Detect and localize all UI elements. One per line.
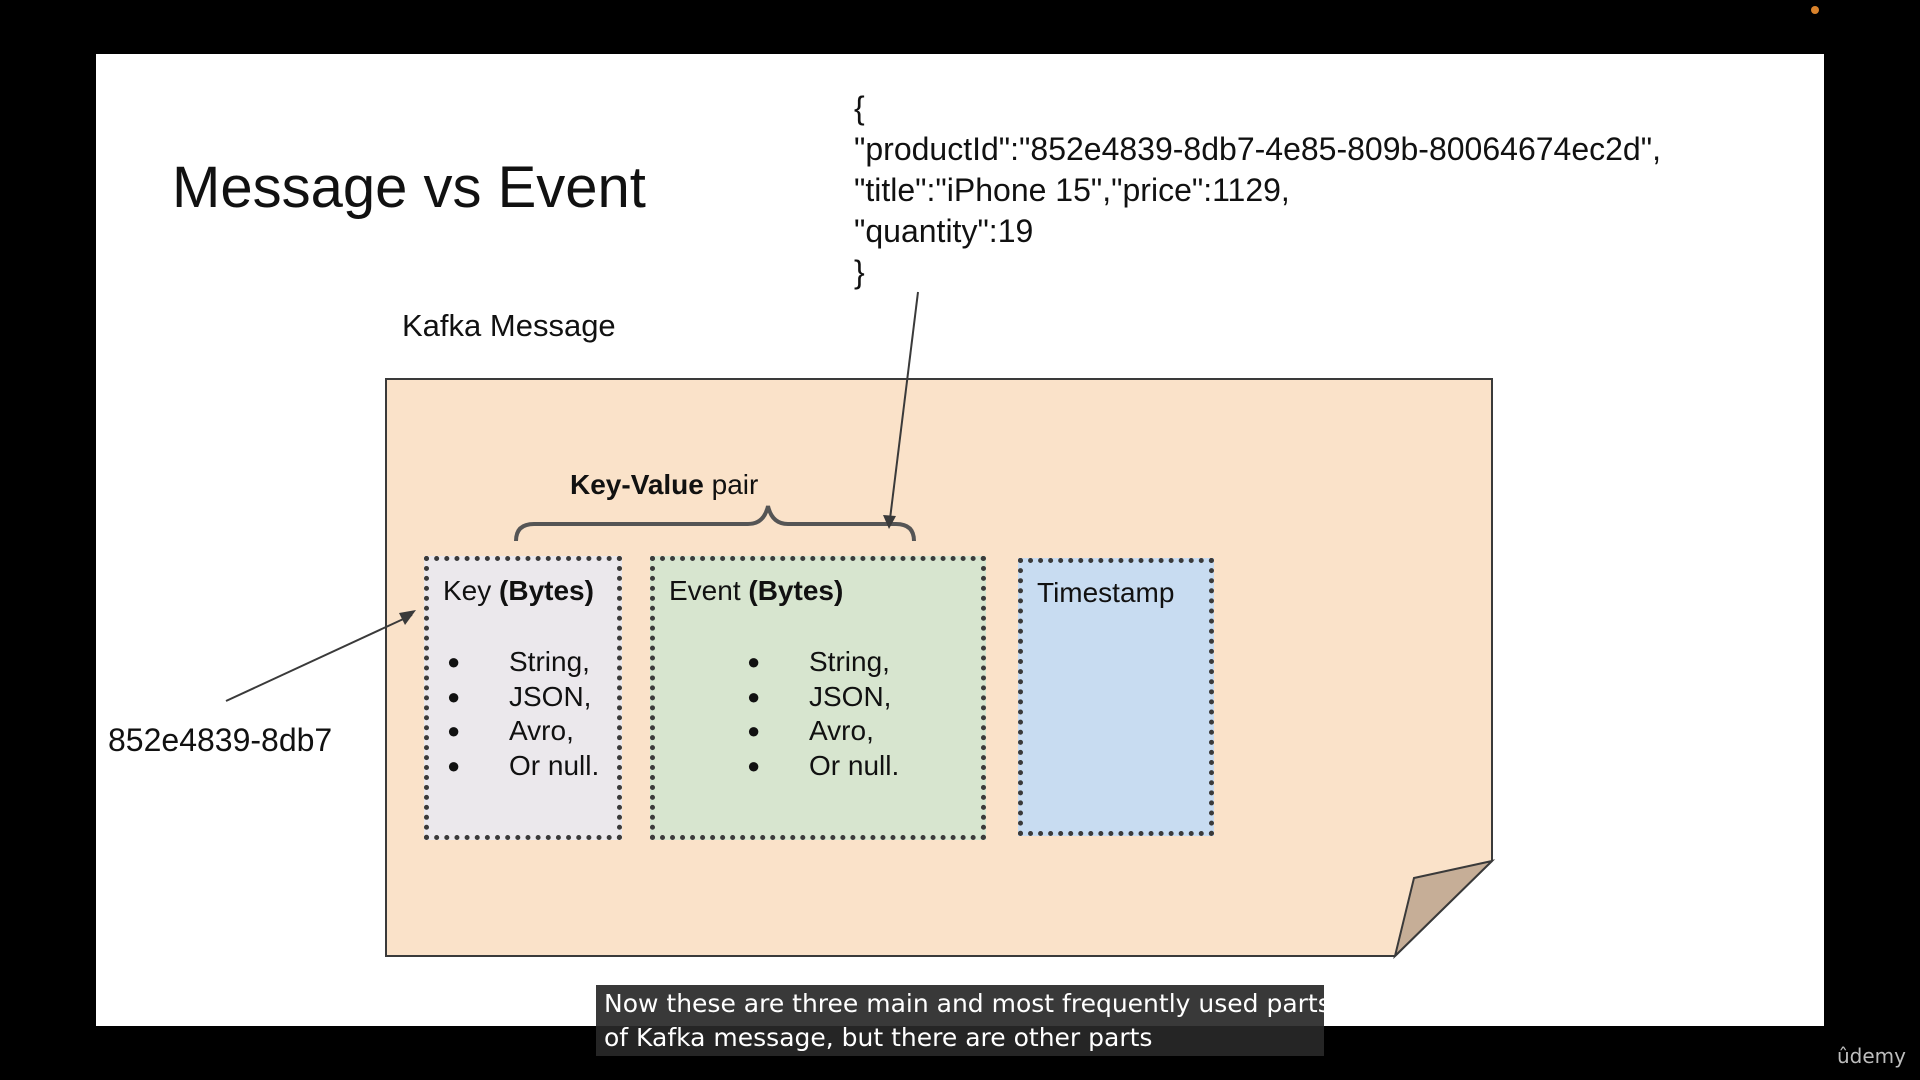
recording-indicator-icon bbox=[1811, 6, 1819, 14]
slide: Message vs Event { "productId":"852e4839… bbox=[96, 54, 1824, 1026]
key-value-bold: Key-Value bbox=[570, 469, 704, 500]
list-item: String, bbox=[447, 645, 599, 680]
kafka-message-diagram bbox=[225, 291, 1496, 960]
list-item: JSON, bbox=[447, 680, 599, 715]
json-line: } bbox=[854, 254, 865, 290]
event-arrow bbox=[889, 291, 919, 520]
key-value-pair-label: Key-Value pair bbox=[570, 469, 758, 501]
caption-line-1: Now these are three main and most freque… bbox=[604, 989, 1331, 1018]
event-title: Event bbox=[669, 575, 741, 606]
key-title-bytes: (Bytes) bbox=[499, 575, 594, 606]
timestamp-title: Timestamp bbox=[1037, 577, 1175, 608]
json-line: "title":"iPhone 15","price":1129, bbox=[854, 172, 1290, 208]
key-title: Key bbox=[443, 575, 492, 606]
key-box-title: Key (Bytes) bbox=[443, 575, 594, 607]
list-item: JSON, bbox=[747, 680, 899, 715]
timestamp-box: Timestamp bbox=[1018, 558, 1214, 836]
paper-fold bbox=[1393, 859, 1496, 960]
key-types-list: String, JSON, Avro, Or null. bbox=[447, 645, 599, 783]
event-box: Event (Bytes) String, JSON, Avro, Or nul… bbox=[650, 556, 986, 840]
list-item: Avro, bbox=[447, 714, 599, 749]
key-value-brace bbox=[514, 505, 916, 542]
json-line: "productId":"852e4839-8db7-4e85-809b-800… bbox=[854, 131, 1661, 167]
event-title-bytes: (Bytes) bbox=[748, 575, 844, 606]
event-arrowhead bbox=[883, 515, 896, 529]
json-line: { bbox=[854, 90, 865, 126]
list-item: String, bbox=[747, 645, 899, 680]
kafka-message-label: Kafka Message bbox=[402, 308, 616, 343]
udemy-logo: ûdemy bbox=[1837, 1044, 1906, 1068]
caption-line-2: of Kafka message, but there are other pa… bbox=[604, 1023, 1153, 1052]
slide-title: Message vs Event bbox=[172, 155, 646, 220]
subtitle-caption: Now these are three main and most freque… bbox=[596, 985, 1331, 1056]
json-line: "quantity":19 bbox=[854, 213, 1034, 249]
key-value-rest: pair bbox=[703, 469, 759, 500]
key-arrow bbox=[225, 614, 413, 702]
key-box: Key (Bytes) String, JSON, Avro, Or null. bbox=[424, 556, 622, 840]
key-arrowhead bbox=[399, 610, 416, 625]
event-box-title: Event (Bytes) bbox=[669, 575, 843, 607]
json-payload: { "productId":"852e4839-8db7-4e85-809b-8… bbox=[854, 88, 1661, 293]
list-item: Or null. bbox=[747, 749, 899, 784]
key-example: 852e4839-8db7 bbox=[108, 722, 333, 758]
list-item: Or null. bbox=[447, 749, 599, 784]
event-types-list: String, JSON, Avro, Or null. bbox=[747, 645, 899, 783]
list-item: Avro, bbox=[747, 714, 899, 749]
